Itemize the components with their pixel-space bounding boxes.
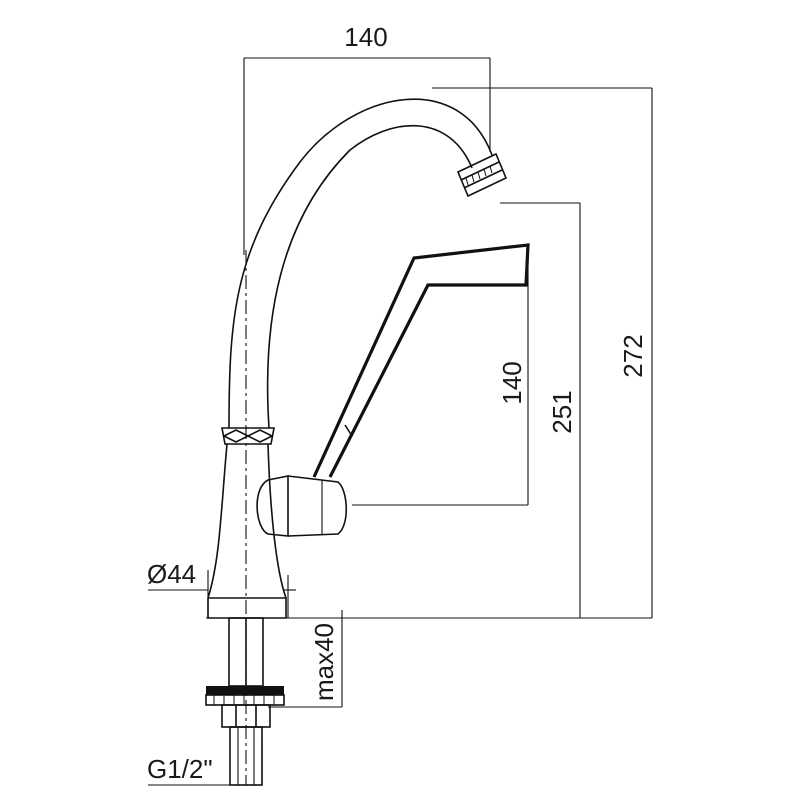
lever-handle (312, 243, 530, 478)
mounting-shank (205, 617, 285, 786)
dim-thread-size-label: G1/2" (147, 754, 213, 784)
dimension-labels: 140 140 251 272 Ø44 max40 G1/2" (147, 22, 648, 784)
spout-aerator (456, 152, 508, 198)
spout (228, 98, 508, 429)
dim-top-width-label: 140 (344, 22, 387, 52)
dim-lever-height-label: 140 (497, 361, 527, 404)
dim-outlet-height-label: 251 (547, 390, 577, 433)
dim-max-mount-label: max40 (309, 623, 339, 701)
lever-hub (256, 475, 348, 537)
dim-base-diameter-label: Ø44 (147, 559, 196, 589)
swivel-ring (221, 427, 275, 445)
dim-total-height-label: 272 (618, 334, 648, 377)
faucet-body (207, 443, 287, 619)
